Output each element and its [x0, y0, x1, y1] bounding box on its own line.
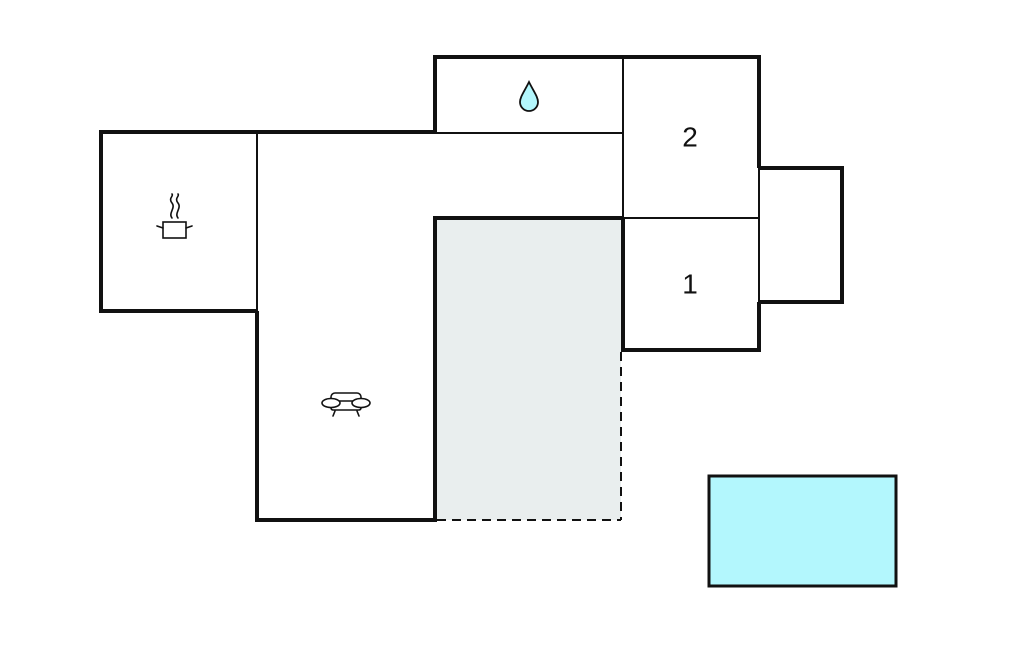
cooking-pot-icon	[156, 193, 193, 239]
sofa-icon	[321, 392, 371, 417]
annex-wall	[759, 166, 844, 304]
terrace-edges	[437, 352, 622, 521]
room-label-1: 1	[682, 268, 698, 299]
inner-walls	[256, 57, 760, 311]
outer-walls	[99, 55, 844, 522]
main-wall	[257, 55, 761, 168]
pool	[707, 474, 898, 588]
living-wall	[255, 216, 623, 522]
terrace-area	[435, 218, 621, 520]
kitchen-wall	[99, 130, 257, 313]
bedroom-wall	[621, 218, 761, 352]
water-drop-icon	[519, 79, 539, 112]
room-label-2: 2	[682, 121, 698, 152]
